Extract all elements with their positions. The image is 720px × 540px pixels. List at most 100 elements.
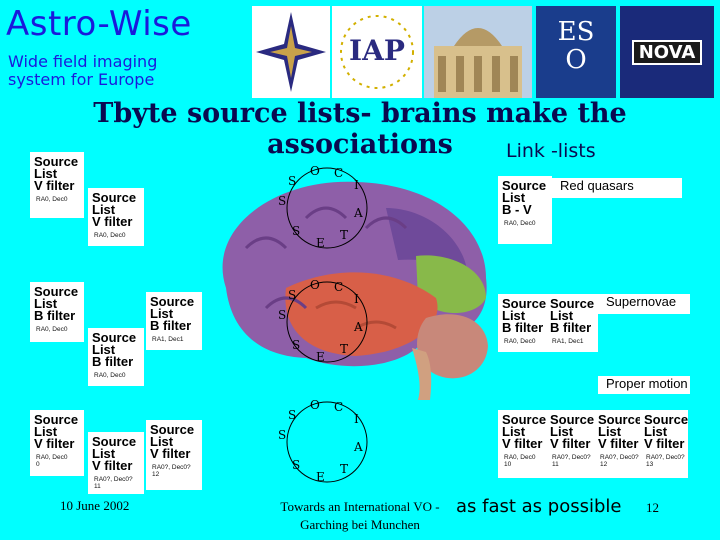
circle-letter: T [340,462,349,476]
card-meta: RA0?, Dec0? [94,476,133,483]
source-list-card: Source List B filter RA1, Dec1 [146,292,202,350]
card-number: 11 [552,461,559,468]
association-circle-bottom [286,401,368,483]
card-line: List [550,308,574,323]
card-line: V filter [92,214,133,229]
logo-eso: ESO [536,6,616,98]
card-meta: RA0?, Dec0? [152,464,191,471]
source-list-card: Source List B filter RA0, Dec0 [88,328,144,386]
red-quasars-card: Source List B - V RA0, Dec0 [498,176,552,244]
card-line: V filter [644,436,685,451]
heading-line1: Tbyte source lists- brains make the [93,98,627,129]
red-quasars-label: Red quasars [552,178,682,198]
supernovae-card: Source List B filter RA1, Dec1 [546,294,598,352]
card-line: V filter [34,436,75,451]
card-line: List [150,306,174,321]
circle-letter: E [316,236,325,250]
logo-nova: NOVA [620,6,714,98]
circle-letter: E [316,350,325,364]
brand-title: Astro-Wise [6,4,192,44]
footer-center: Towards an International VO - Garching b… [272,498,448,534]
proper-motion-card: Source List V filter RA0?, Dec0? 11 [546,410,594,478]
iap-logo-text: IAP [349,34,405,67]
supernovae-card: Source List B filter RA0, Dec0 [498,294,552,352]
card-line: List [92,202,116,217]
card-line: B filter [150,318,192,333]
circle-letter: C [334,166,344,180]
card-line: Source [502,296,547,311]
source-list-card: Source List B filter RA0, Dec0 [30,282,84,342]
circle-letter: A [354,440,363,454]
brand-subtitle-line2: system for Europe [8,70,155,89]
card-line: Source [34,284,79,299]
card-line: List [92,446,116,461]
card-line: Source [644,412,689,427]
card-line: Source [502,412,547,427]
card-line: Source [150,294,195,309]
card-line: Source [550,296,595,311]
card-meta: RA0, Dec0 [94,372,126,379]
circle-letter: A [354,206,363,220]
source-list-card: Source List V filter RA0, Dec0 [88,188,144,246]
circle-letter: O [310,398,320,412]
circle-letter: O [310,278,320,292]
card-meta: RA0, Dec0 [36,454,68,461]
circle-letter: S [288,288,297,302]
card-line: Source [92,434,137,449]
footer-date: 10 June 2002 [60,498,130,513]
card-meta: RA0, Dec0 [504,220,536,227]
card-meta: RA0?, Dec0? [646,454,685,461]
circle-letter: S [292,458,301,472]
card-number: 0 [36,461,40,468]
card-line: Source [598,412,643,427]
circle-letter: O [310,164,320,178]
proper-motion-card: Source List V filter RA0, Dec0 10 [498,410,546,478]
circle-letter: E [316,470,325,484]
circle-letter: S [292,224,301,238]
card-line: Source [34,412,79,427]
card-line: V filter [92,458,133,473]
card-line: Source [92,190,137,205]
card-line: B filter [34,308,76,323]
brand-subtitle-line1: Wide field imaging [8,52,158,71]
card-meta: RA0?, Dec0? [600,454,639,461]
circle-letter: S [292,338,301,352]
card-meta: RA0, Dec0 [36,326,68,333]
card-line: List [502,190,526,205]
circle-letter: S [278,428,287,442]
circle-letter: I [354,292,359,306]
card-line: List [502,424,526,439]
supernovae-label: Supernovae [598,294,690,314]
iap-logo-icon [340,15,414,89]
card-meta: RA0?, Dec0? [552,454,591,461]
proper-motion-label: Proper motion [598,376,690,394]
card-number: 12 [152,471,160,478]
card-line: V filter [502,436,543,451]
card-line: V filter [550,436,591,451]
proper-motion-card: Source List V filter RA0?, Dec0? 13 [640,410,688,478]
circle-letters-bottom: S S O C I A T E S [276,398,380,488]
circle-letter: S [288,408,297,422]
card-meta: RA0, Dec0 [94,232,126,239]
card-meta: RA0, Dec0 [504,338,536,345]
nova-logo-text: NOVA [632,40,702,65]
card-line: B filter [502,320,544,335]
source-list-card: Source List V filter RA0, Dec0 0 [30,410,84,476]
circle-letter: T [340,342,349,356]
card-line: List [150,434,174,449]
logo-star [252,6,330,98]
card-line: V filter [150,446,191,461]
card-number: 10 [504,461,512,468]
circle-letter: C [334,400,344,414]
proper-motion-card: Source List V filter RA0?, Dec0? 12 [594,410,643,478]
card-line: List [550,424,574,439]
footer-center-line2: Garching bei Munchen [300,517,420,532]
card-number: 11 [94,483,101,490]
card-line: Source [502,178,547,193]
card-line: V filter [34,178,75,193]
card-line: Source [550,412,595,427]
logo-observatory [424,6,532,98]
brand-subtitle: Wide field imaging system for Europe [8,53,157,89]
fast-as-possible-text: as fast as possible [456,496,622,517]
card-meta: RA1, Dec1 [552,338,584,345]
